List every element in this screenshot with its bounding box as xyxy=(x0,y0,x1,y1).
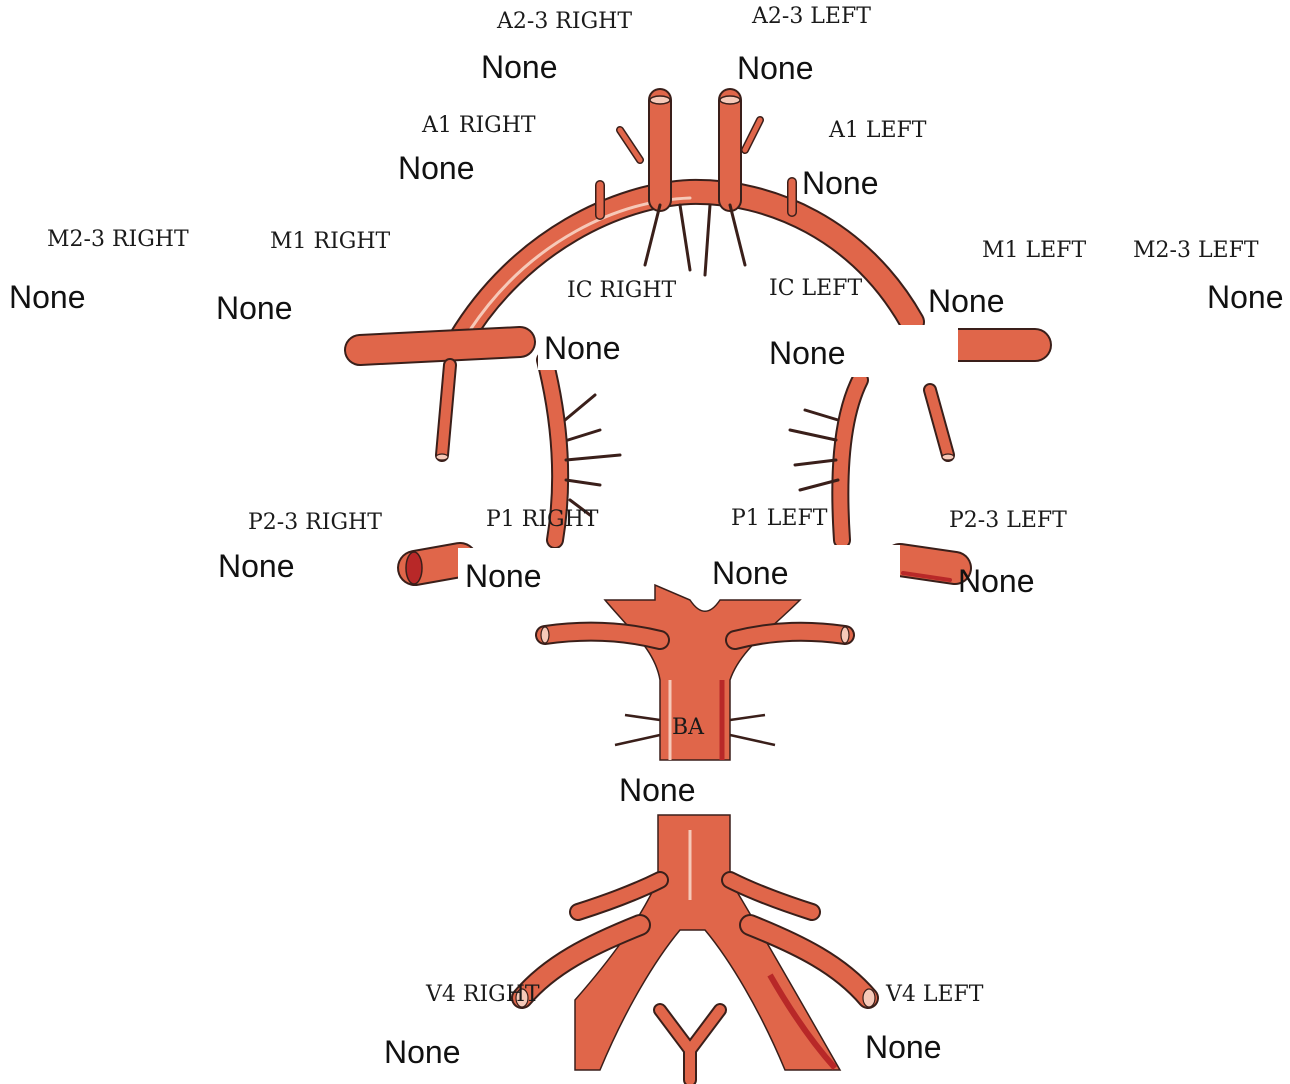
label-v4-left: V4 LEFT xyxy=(886,984,984,1006)
label-m1-left: M1 LEFT xyxy=(982,240,1086,262)
value-v4-right: None xyxy=(384,1036,461,1068)
label-p23-left: P2-3 LEFT xyxy=(949,510,1067,532)
value-m1-right: None xyxy=(216,292,293,324)
label-m23-right: M2-3 RIGHT xyxy=(47,229,189,251)
label-ic-left: IC LEFT xyxy=(769,278,862,300)
label-p1-right: P1 RIGHT xyxy=(486,509,598,531)
label-m1-right: M1 RIGHT xyxy=(270,231,390,253)
value-a23-right: None xyxy=(481,51,558,83)
value-p1-right: None xyxy=(465,560,542,592)
vertebral-artery-vessels xyxy=(516,815,875,1080)
label-ba: BA xyxy=(672,717,704,739)
value-ba: None xyxy=(619,774,696,806)
label-v4-right: V4 RIGHT xyxy=(426,984,540,1006)
label-p1-left: P1 LEFT xyxy=(731,508,827,530)
label-a1-left: A1 LEFT xyxy=(829,120,927,142)
value-a1-right: None xyxy=(398,152,475,184)
value-m23-right: None xyxy=(9,281,86,313)
label-a23-right: A2-3 RIGHT xyxy=(497,11,632,33)
label-p23-right: P2-3 RIGHT xyxy=(248,512,382,534)
value-p1-left: None xyxy=(712,557,789,589)
value-p23-left: None xyxy=(958,565,1035,597)
value-v4-left: None xyxy=(865,1031,942,1063)
label-ic-right: IC RIGHT xyxy=(567,280,676,302)
value-m1-left: None xyxy=(928,285,1005,317)
value-ic-right: None xyxy=(544,332,621,364)
value-a1-left: None xyxy=(802,167,879,199)
label-a23-left: A2-3 LEFT xyxy=(752,6,871,28)
value-m23-left: None xyxy=(1207,281,1284,313)
label-m23-left: M2-3 LEFT xyxy=(1133,240,1259,262)
value-a23-left: None xyxy=(737,52,814,84)
value-p23-right: None xyxy=(218,550,295,582)
value-ic-left: None xyxy=(769,337,846,369)
label-a1-right: A1 RIGHT xyxy=(422,115,536,137)
